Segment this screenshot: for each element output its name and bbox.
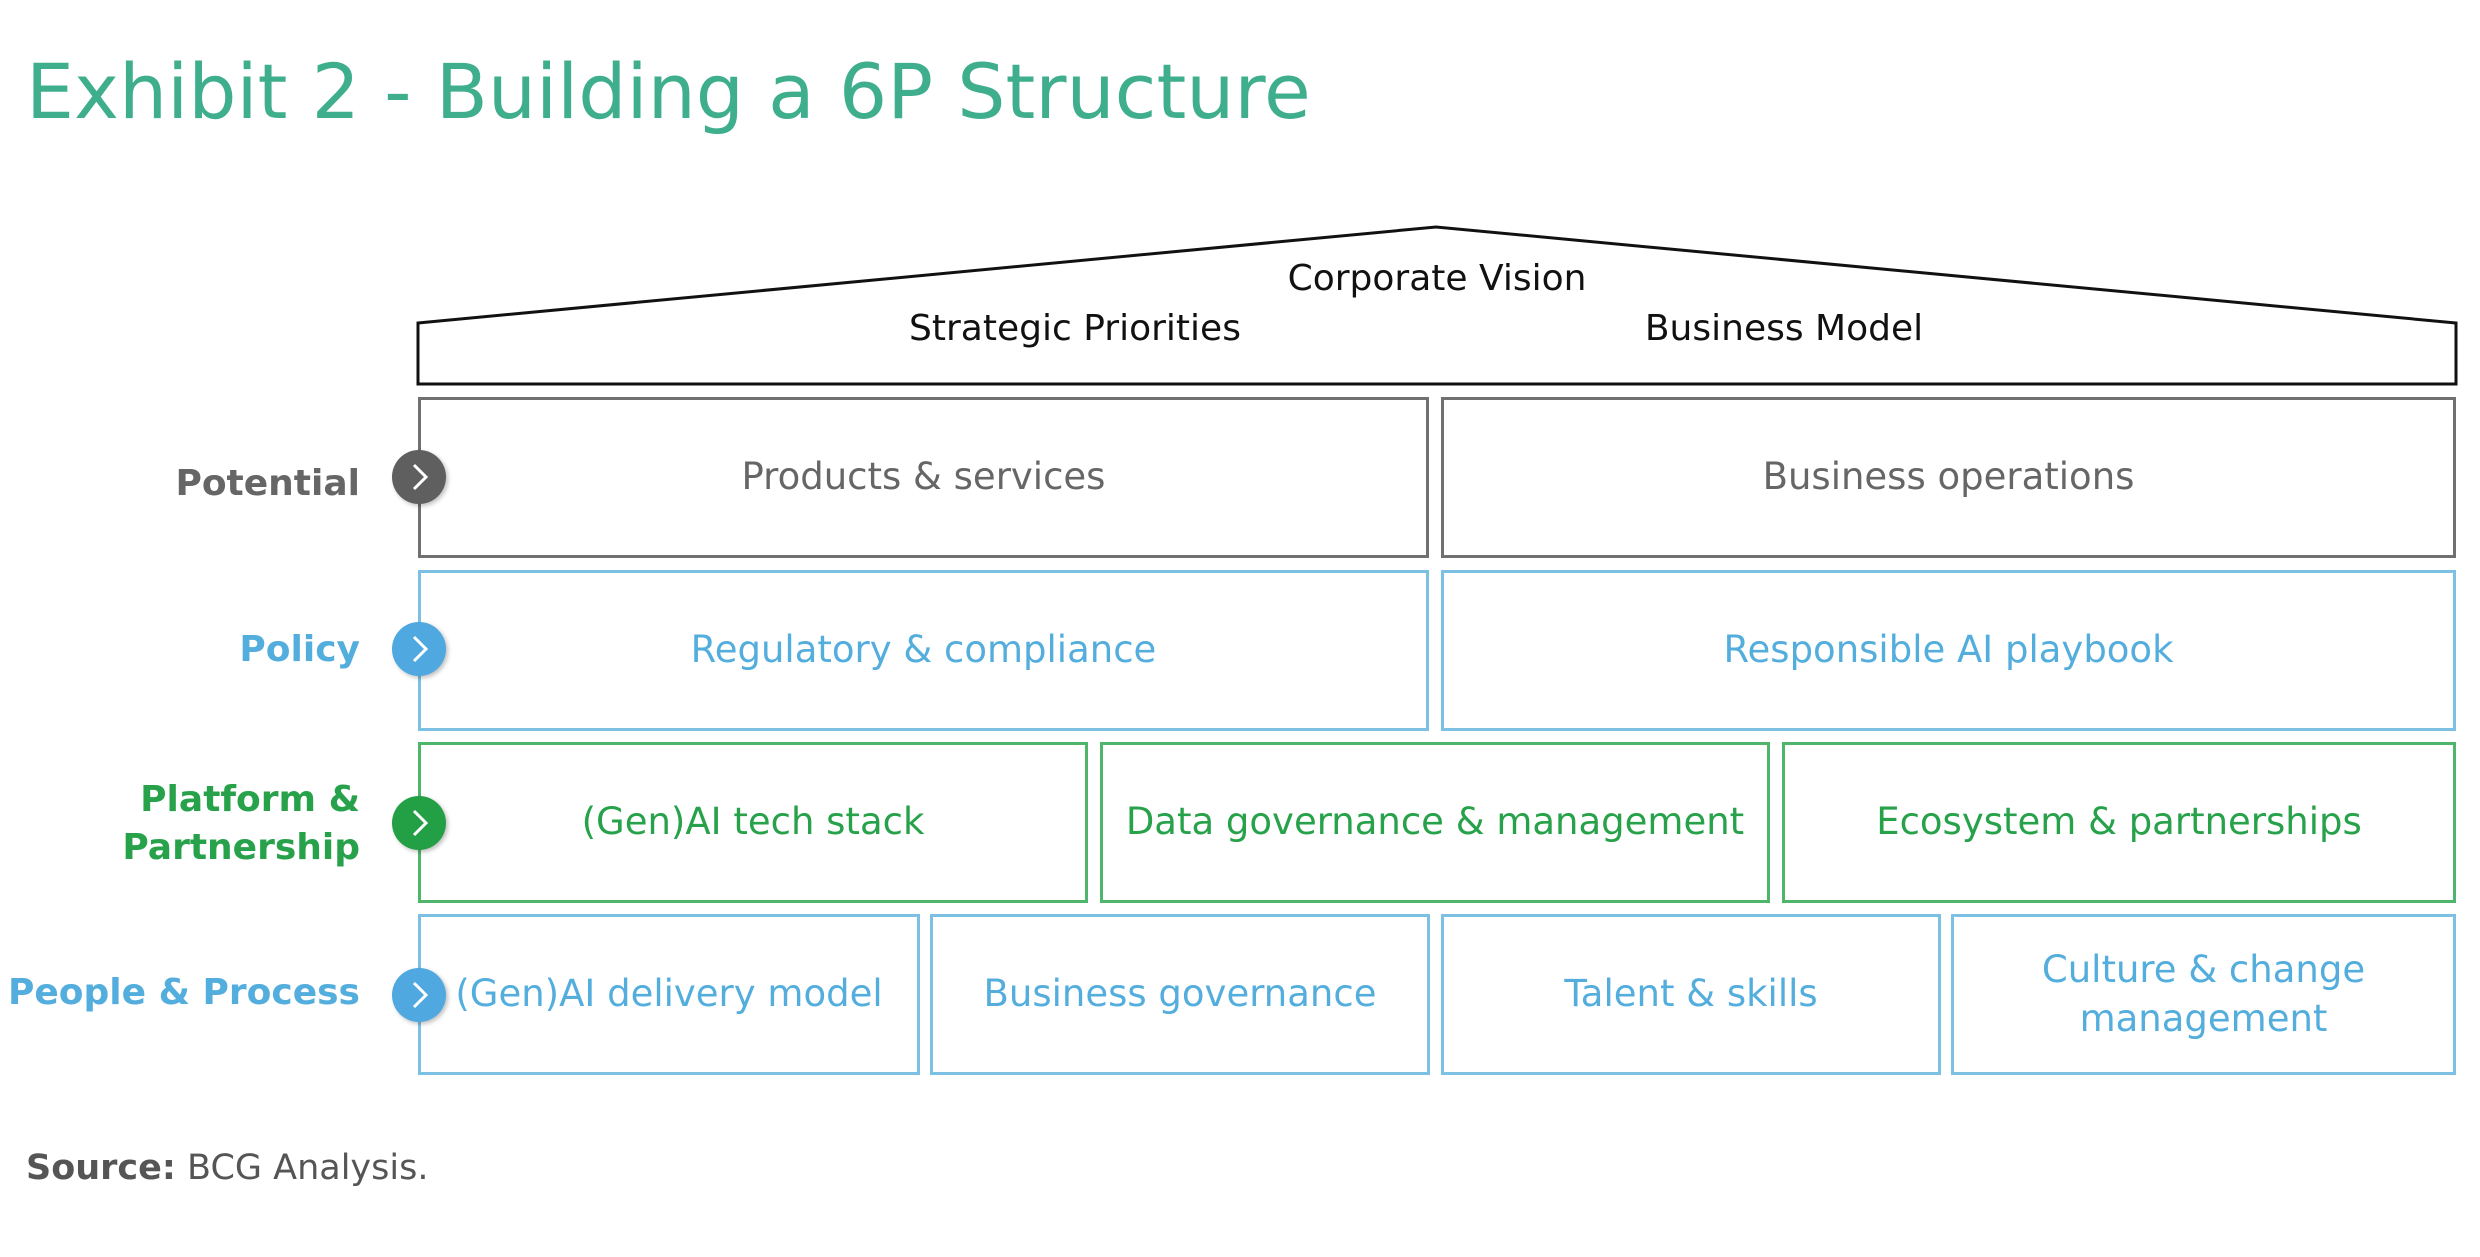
roof-corporate-vision: Corporate Vision: [1287, 258, 1587, 299]
source-note: Source: BCG Analysis.: [26, 1148, 429, 1188]
page-title: Exhibit 2 - Building a 6P Structure: [26, 47, 1311, 136]
box-products-services: Products & services: [418, 397, 1429, 558]
box-genai-delivery-model: (Gen)AI delivery model: [418, 914, 920, 1075]
roof-strategic-priorities: Strategic Priorities: [909, 308, 1241, 349]
row-label-policy: Policy: [239, 629, 360, 670]
chevron-right-icon: [392, 622, 446, 676]
row-label-platform-partnership: Platform & Partnership: [122, 779, 360, 868]
roof-outline: [416, 225, 2458, 386]
row-label-potential: Potential: [175, 463, 360, 504]
box-business-governance: Business governance: [930, 914, 1430, 1075]
box-culture-change-management: Culture & change management: [1951, 914, 2456, 1075]
box-regulatory-compliance: Regulatory & compliance: [418, 570, 1429, 731]
box-genai-tech-stack: (Gen)AI tech stack: [418, 742, 1088, 903]
chevron-right-icon: [392, 450, 446, 504]
box-ecosystem-partnerships: Ecosystem & partnerships: [1782, 742, 2456, 903]
box-business-operations: Business operations: [1441, 397, 2456, 558]
box-talent-skills: Talent & skills: [1441, 914, 1941, 1075]
chevron-right-icon: [392, 796, 446, 850]
roof-business-model: Business Model: [1644, 308, 1924, 349]
box-data-governance-management: Data governance & management: [1100, 742, 1770, 903]
box-responsible-ai-playbook: Responsible AI playbook: [1441, 570, 2456, 731]
row-label-people-process: People & Process: [7, 972, 360, 1013]
chevron-right-icon: [392, 968, 446, 1022]
